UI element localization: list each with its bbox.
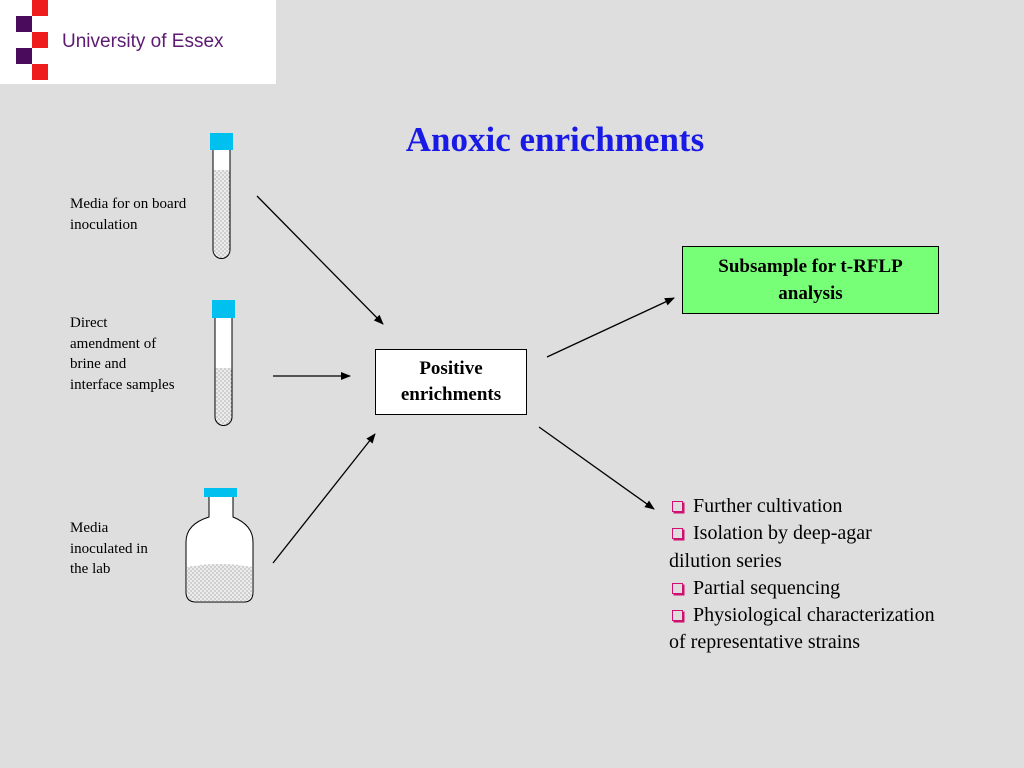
logo-square	[32, 32, 48, 48]
checkbox-bullet-icon	[672, 500, 683, 512]
list-item-text: Physiological characterization of repres…	[669, 604, 935, 654]
culture-bottle-icon	[185, 488, 254, 603]
logo-text: University of Essex	[62, 31, 224, 52]
checkbox-bullet-icon	[672, 582, 683, 594]
test-tube-icon	[212, 300, 235, 426]
checkbox-bullet-icon	[672, 610, 683, 622]
arrow-bottle-to-center	[272, 433, 376, 564]
checkbox-bullet-icon	[672, 528, 683, 540]
input-label-onboard: Media for on board inoculation	[70, 196, 187, 233]
list-item-text: Further cultivation	[693, 495, 843, 517]
positive-enrichments-label: Positive enrichments	[400, 358, 502, 405]
input-label-lab: Media inoculated in the lab	[70, 520, 148, 577]
arrow-center-to-subsample	[546, 297, 675, 358]
list-item: Isolation by deep-agar dilution series	[669, 520, 939, 575]
logo-square	[16, 16, 32, 32]
subsample-trflp-label: Subsample for t-RFLP analysis	[718, 256, 903, 304]
list-item-text: Isolation by deep-agar dilution series	[669, 522, 872, 572]
list-item: Physiological characterization of repres…	[669, 602, 939, 657]
list-item: Further cultivation	[669, 493, 939, 520]
test-tube-icon	[210, 133, 233, 259]
logo-square	[16, 48, 32, 64]
logo-square	[32, 0, 48, 16]
logo-square	[32, 64, 48, 80]
subsample-trflp-box: Subsample for t-RFLP analysis	[682, 246, 939, 314]
list-item-text: Partial sequencing	[693, 576, 841, 599]
arrow-tube1-to-center	[256, 195, 384, 325]
positive-enrichments-box: Positive enrichments	[375, 349, 527, 415]
list-item: Partial sequencing	[669, 575, 939, 602]
arrow-center-to-cultivation	[538, 426, 655, 510]
cultivation-bullet-list: Further cultivation Isolation by deep-ag…	[669, 493, 939, 657]
slide-title: Anoxic enrichments	[405, 120, 705, 159]
university-logo: University of Essex	[0, 0, 276, 84]
input-label-amendment: Direct amendment of brine and interface …	[70, 315, 175, 393]
